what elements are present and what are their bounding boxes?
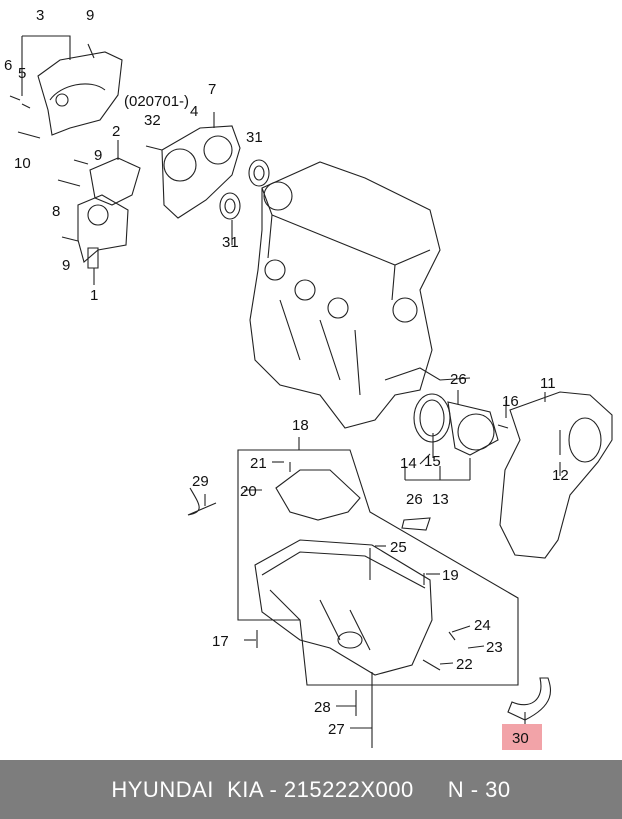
callout-20: 20 bbox=[240, 483, 257, 500]
callout-9-mid: 9 bbox=[94, 147, 102, 164]
callout-8: 8 bbox=[52, 203, 60, 220]
callout-7: 7 bbox=[208, 81, 216, 98]
callout-29: 29 bbox=[192, 473, 209, 490]
callout-30: 30 bbox=[512, 730, 529, 747]
callout-32: 32 bbox=[144, 112, 161, 129]
callout-19: 19 bbox=[442, 567, 459, 584]
callout-22: 22 bbox=[456, 656, 473, 673]
callout-1: 1 bbox=[90, 287, 98, 304]
footer-brand-part: HYUNDAI KIA - 215222X000 bbox=[111, 776, 414, 802]
footer-bar: HYUNDAI KIA - 215222X000 N - 30 bbox=[0, 760, 622, 819]
callout-18: 18 bbox=[292, 417, 309, 434]
callout-31-bottom: 31 bbox=[222, 234, 239, 251]
callout-4: 4 bbox=[190, 103, 198, 120]
callout-21: 21 bbox=[250, 455, 267, 472]
callout-2: 2 bbox=[112, 123, 120, 140]
callout-5: 5 bbox=[18, 65, 26, 82]
callout-25: 25 bbox=[390, 539, 407, 556]
callout-13: 13 bbox=[432, 491, 449, 508]
callout-10: 10 bbox=[14, 155, 31, 172]
callout-9-top: 9 bbox=[86, 7, 94, 24]
date-note: (020701-) bbox=[124, 93, 189, 110]
callout-3: 3 bbox=[36, 7, 44, 24]
drawing-lines bbox=[9, 35, 613, 748]
callout-23: 23 bbox=[486, 639, 503, 656]
callout-27: 27 bbox=[328, 721, 345, 738]
callout-26-upper: 26 bbox=[450, 371, 467, 388]
callout-11: 11 bbox=[540, 375, 556, 392]
callout-16: 16 bbox=[502, 393, 519, 410]
callout-12: 12 bbox=[552, 467, 569, 484]
callout-14: 14 bbox=[400, 455, 417, 472]
callout-26-lower: 26 bbox=[406, 491, 423, 508]
callout-6: 6 bbox=[4, 57, 12, 74]
parts-diagram: 3 9 6 5 (020701-) 7 4 32 2 31 10 9 8 31 … bbox=[4, 7, 613, 750]
footer-ref: N - 30 bbox=[447, 776, 511, 802]
callout-labels: 3 9 6 5 (020701-) 7 4 32 2 31 10 9 8 31 … bbox=[4, 7, 569, 747]
highlight-box-30 bbox=[502, 724, 542, 750]
callout-9-low: 9 bbox=[62, 257, 70, 274]
exploded-view-drawing: 3 9 6 5 (020701-) 7 4 32 2 31 10 9 8 31 … bbox=[4, 7, 613, 750]
callout-28: 28 bbox=[314, 699, 331, 716]
callout-24: 24 bbox=[474, 617, 491, 634]
callout-15: 15 bbox=[424, 453, 441, 470]
callout-17: 17 bbox=[212, 633, 229, 650]
callout-31-top: 31 bbox=[246, 129, 263, 146]
